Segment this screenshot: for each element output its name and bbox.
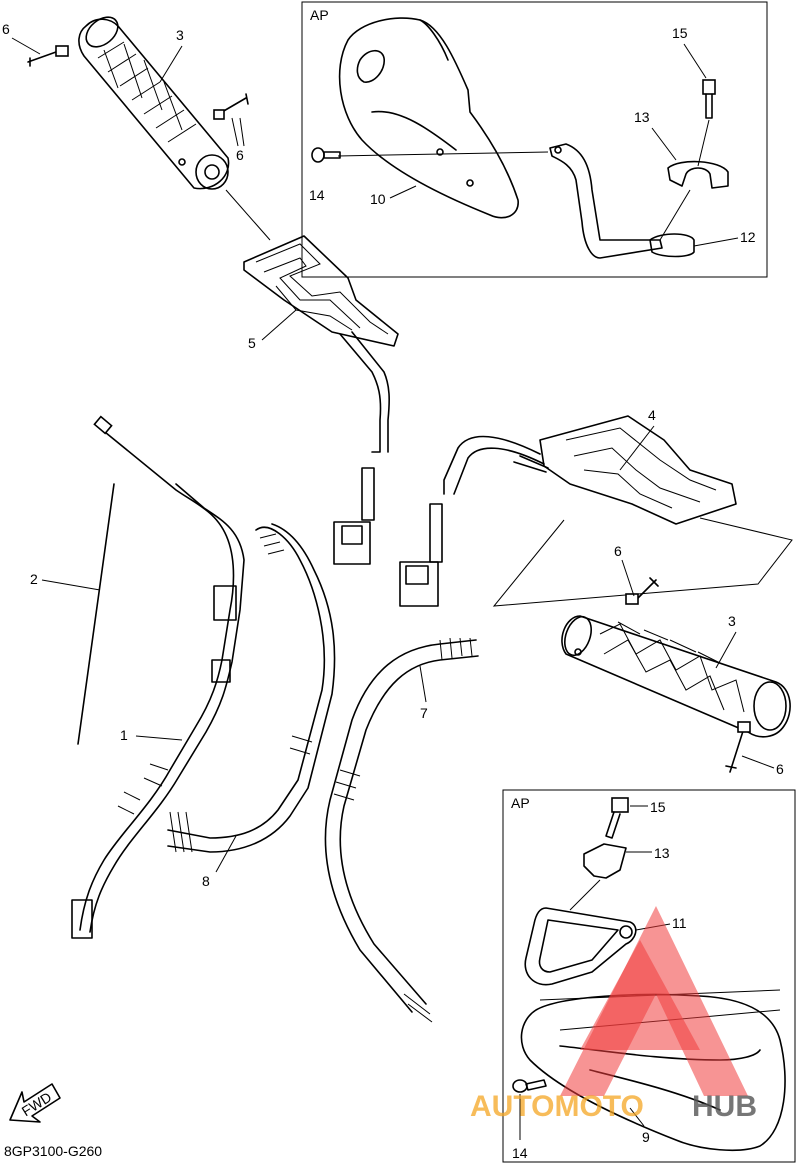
watermark-text-a: AUTOMOTO xyxy=(470,1090,644,1123)
inset-top-label: AP xyxy=(310,7,329,23)
grip-3-right[interactable] xyxy=(560,613,791,738)
callout-14-bottom: 14 xyxy=(512,1145,528,1161)
heater-element-4[interactable] xyxy=(443,415,737,525)
callout-12: 12 xyxy=(740,229,756,245)
screw-6-b[interactable] xyxy=(213,93,249,120)
callout-10: 10 xyxy=(370,191,386,207)
callout-13-top: 13 xyxy=(634,109,650,125)
callout-8: 8 xyxy=(202,873,210,889)
callout-15-bottom: 15 xyxy=(650,799,666,815)
callout-5: 5 xyxy=(248,335,256,351)
bracket-12[interactable] xyxy=(549,143,695,259)
callout-7: 7 xyxy=(420,705,428,721)
screw-6-c[interactable] xyxy=(625,577,659,605)
watermark-logo: AUTOMOTO HUB xyxy=(470,906,757,1123)
inset-top-ap: AP xyxy=(301,1,768,278)
callout-3-top: 3 xyxy=(176,27,184,43)
callout-6-d: 6 xyxy=(776,761,784,777)
spring-2[interactable] xyxy=(77,483,115,745)
grip-3-left[interactable] xyxy=(78,11,230,190)
hand-guard-10[interactable] xyxy=(338,17,519,219)
callout-14-top: 14 xyxy=(309,187,325,203)
screw-6-a[interactable] xyxy=(27,45,69,67)
screw-6-d[interactable] xyxy=(725,721,751,773)
tube-7[interactable] xyxy=(324,637,479,1023)
callout-2: 2 xyxy=(30,571,38,587)
clamp-13-bottom[interactable] xyxy=(583,843,627,879)
inset-bottom-label: AP xyxy=(511,795,530,811)
watermark-text-b: HUB xyxy=(692,1090,757,1123)
callout-4: 4 xyxy=(648,407,656,423)
bolt-14-top[interactable] xyxy=(311,147,341,163)
clamp-13-top[interactable] xyxy=(667,160,729,189)
callout-6-b: 6 xyxy=(236,147,244,163)
throttle-cable-1[interactable] xyxy=(71,415,245,939)
diagram-code: 8GP3100-G260 xyxy=(4,1143,102,1159)
bolt-15-bottom[interactable] xyxy=(605,797,629,839)
callout-15-top: 15 xyxy=(672,25,688,41)
fwd-arrow-icon: FWD xyxy=(9,1083,61,1123)
tube-8[interactable] xyxy=(167,523,336,853)
callout-1: 1 xyxy=(120,727,128,743)
callout-3-right: 3 xyxy=(728,613,736,629)
callout-6-a: 6 xyxy=(2,21,10,37)
callout-11: 11 xyxy=(672,915,687,931)
heater-element-5[interactable] xyxy=(243,235,399,453)
bolt-14-bottom[interactable] xyxy=(512,1079,547,1093)
connector-4[interactable] xyxy=(399,503,443,607)
bracket-11[interactable] xyxy=(524,907,637,986)
callout-6-c: 6 xyxy=(614,543,622,559)
connector-5[interactable] xyxy=(333,467,375,565)
callout-13-bottom: 13 xyxy=(654,845,670,861)
callout-9: 9 xyxy=(642,1129,650,1145)
bolt-15-top[interactable] xyxy=(702,79,716,119)
